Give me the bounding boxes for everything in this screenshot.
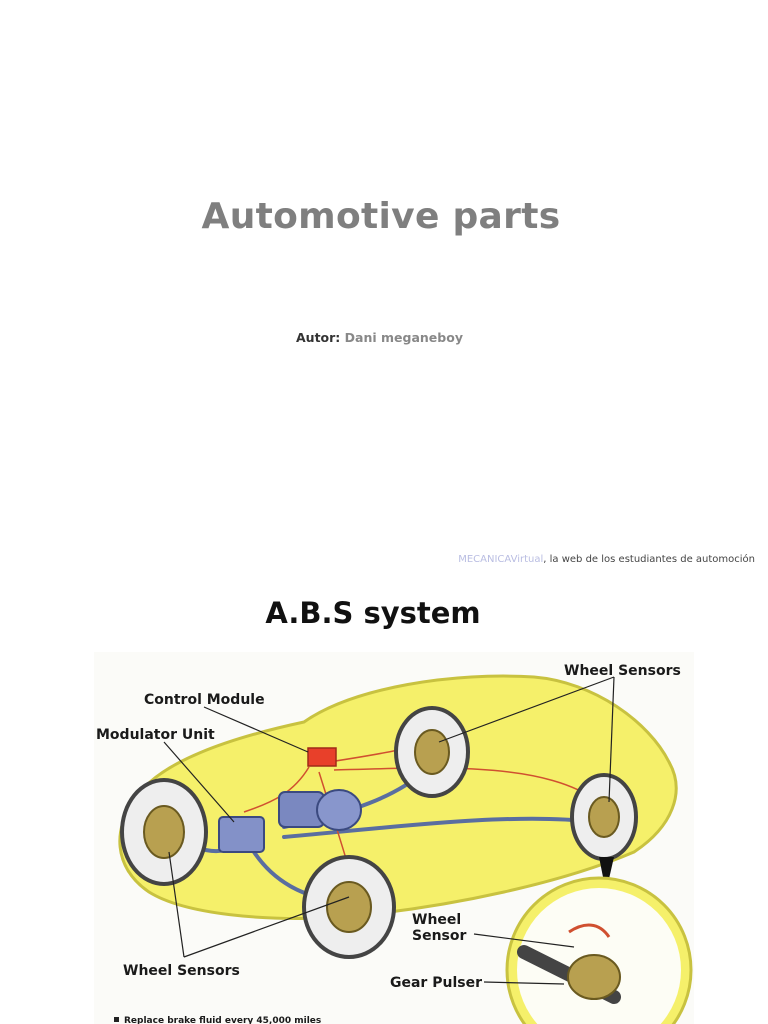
zoom-pointer (599, 857, 614, 892)
label-control-module: Control Module (144, 692, 265, 708)
abs-diagram: Control Module Modulator Unit Wheel Sens… (94, 652, 694, 1024)
note-bullet (114, 1017, 119, 1022)
wheel-rear-right (570, 773, 638, 861)
leader-lines (163, 676, 615, 985)
document-title: Automotive parts (201, 196, 561, 237)
leader-gear-pulser (483, 981, 565, 985)
label-wheel-sensors-top: Wheel Sensors (564, 663, 681, 679)
zoom-inset (505, 876, 693, 1024)
wheel-rear-left (302, 855, 396, 959)
brake-line-rear-right (282, 816, 596, 839)
label-wheel-sensors-bottom: Wheel Sensors (123, 963, 240, 979)
leader-control-module (203, 706, 309, 753)
leader-modulator-unit (163, 741, 235, 823)
leader-wheel-sensor-d (183, 896, 350, 958)
modulator-unit (218, 816, 265, 853)
source-footer: MECANICAVirtual, la web de los estudiant… (458, 554, 755, 565)
footer-text: , la web de los estudiantes de automoció… (543, 554, 755, 565)
leader-wheel-sensor-zoom (473, 933, 575, 948)
leader-wheel-sensor-a (438, 676, 615, 743)
sensor-wire-3 (333, 767, 600, 803)
control-module (307, 747, 337, 767)
label-gear-pulser: Gear Pulser (390, 975, 482, 991)
wheel-front-left (120, 778, 208, 886)
slide-title: A.B.S system (265, 596, 481, 630)
brake-booster (278, 789, 362, 831)
author-line: Autor: Dani meganeboy (296, 330, 463, 345)
leader-wheel-sensor-c (168, 851, 185, 958)
leader-wheel-sensor-b (608, 676, 615, 803)
label-wheel-sensor-line2: Sensor (412, 928, 466, 944)
brand-link[interactable]: MECANICAVirtual (458, 554, 544, 565)
label-modulator-unit: Modulator Unit (96, 727, 215, 743)
author-name: Dani meganeboy (344, 330, 463, 345)
wheel-front-right (394, 706, 470, 798)
note-text: Replace brake fluid every 45,000 miles (124, 1016, 321, 1024)
label-wheel-sensor-line1: Wheel (412, 912, 461, 928)
author-label: Autor: (296, 330, 341, 345)
